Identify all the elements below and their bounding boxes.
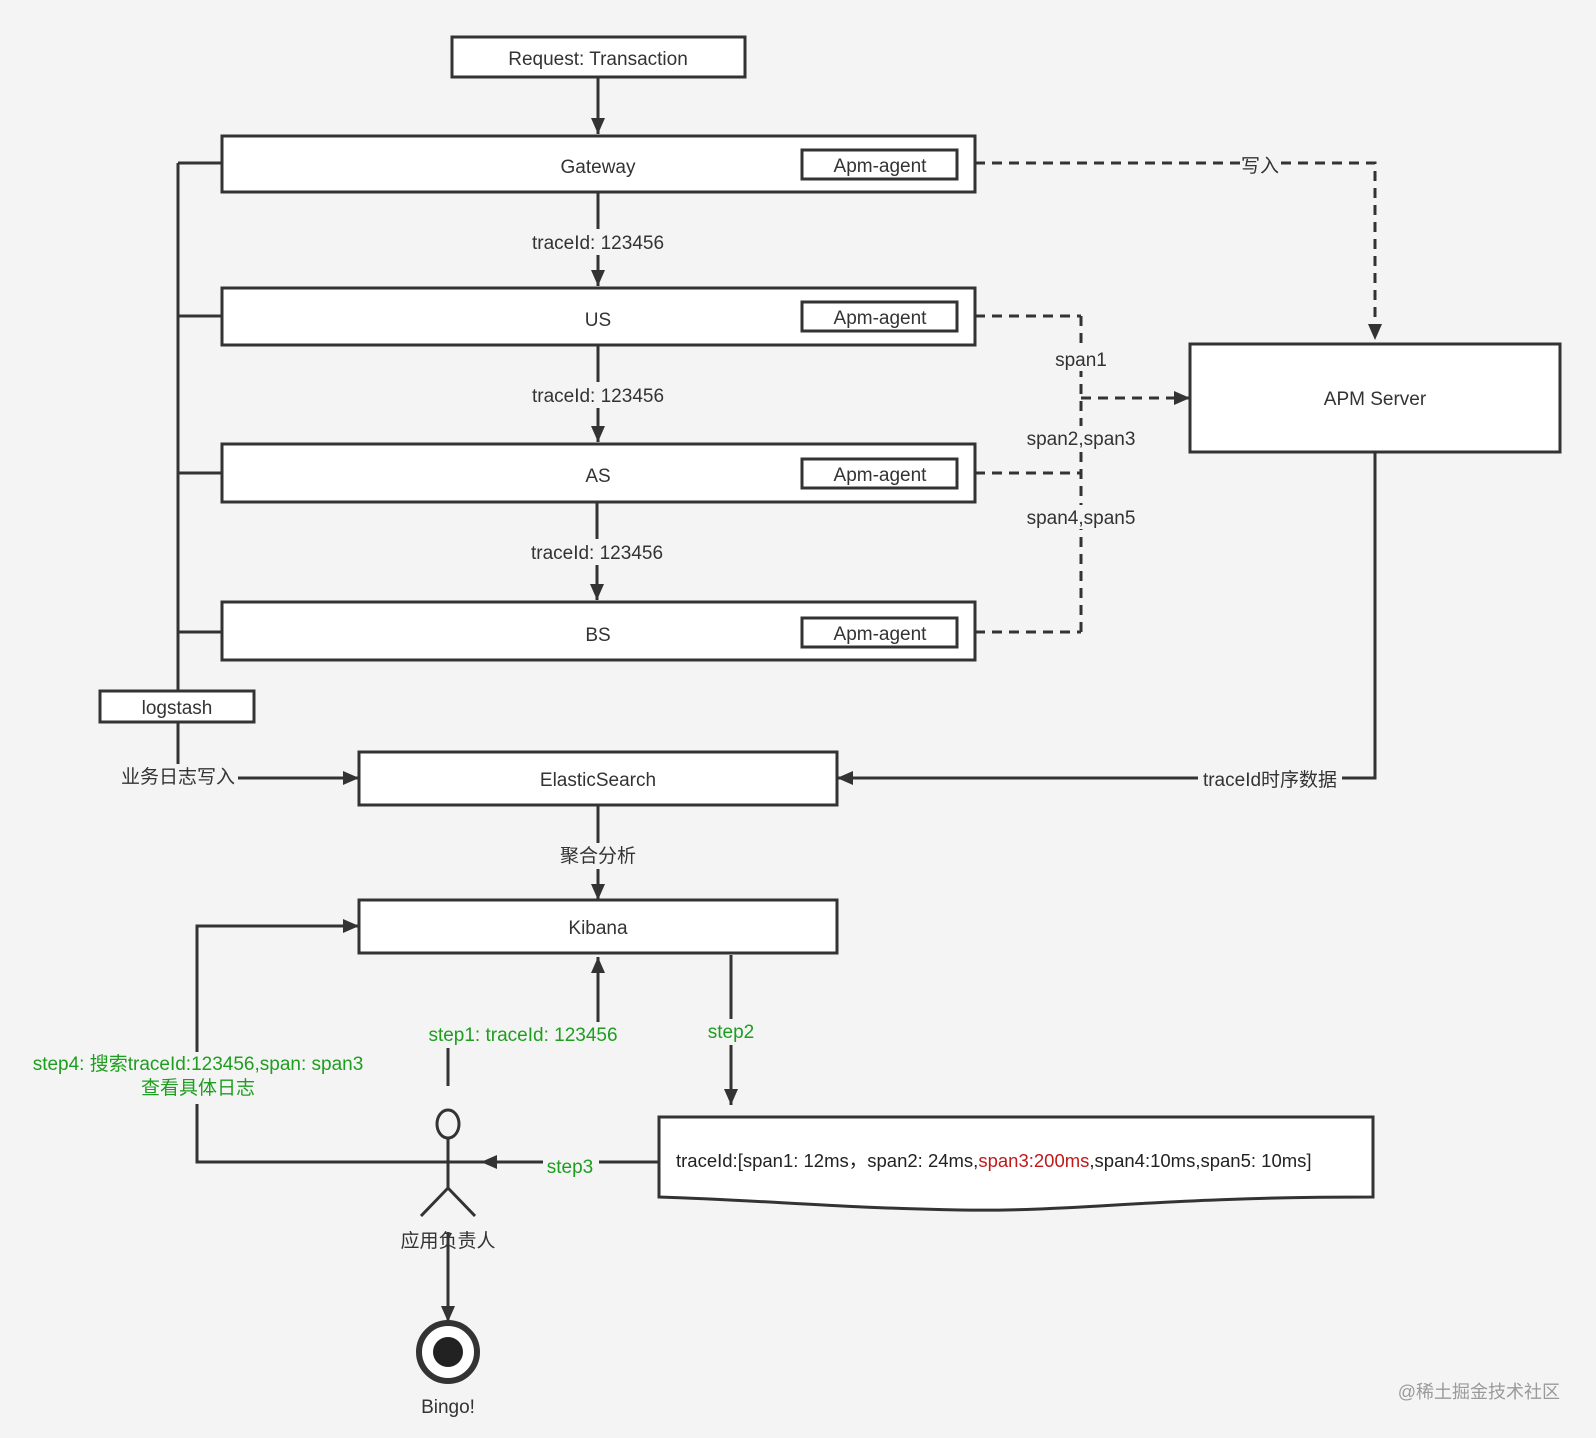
trace-id-label-1: traceId: 123456: [532, 233, 664, 254]
apm-agent-us: [800, 300, 959, 333]
span23-label: span2,span3: [1027, 429, 1136, 450]
timeseries-label: traceId时序数据: [1203, 769, 1337, 791]
biz-log-label: 业务日志写入: [121, 766, 235, 788]
span-timing-part3: ,span4:10ms,span5: 10ms]: [1089, 1150, 1311, 1171]
elasticsearch-label: ElasticSearch: [540, 770, 656, 791]
apm-agent-us-label: Apm-agent: [834, 308, 928, 329]
apm-server-label: APM Server: [1324, 389, 1427, 410]
span45-label: span4,span5: [1027, 508, 1136, 529]
bs-label: BS: [585, 625, 610, 646]
edge-gateway-apm-dashed: [975, 161, 1382, 340]
span-timing-part1: traceId:[span1: 12ms，span2: 24ms,: [676, 1150, 978, 1171]
edge-apm-es: [837, 452, 1377, 785]
kibana-label: Kibana: [568, 918, 628, 939]
edge-step1: [446, 957, 605, 1086]
aggregate-label: 聚合分析: [560, 845, 636, 867]
trace-id-label-2: traceId: 123456: [532, 386, 664, 407]
kibana-box: [357, 898, 839, 955]
result-document: [657, 1115, 1375, 1212]
actor-figure: [416, 1108, 481, 1218]
request-box: [450, 35, 747, 79]
watermark: @稀土掘金技术社区: [1398, 1382, 1560, 1402]
apm-agent-bs-label: Apm-agent: [834, 624, 928, 645]
logstash-box: [98, 689, 256, 724]
apm-agent-bs: [800, 616, 959, 649]
apm-agent-as-label: Apm-agent: [834, 465, 928, 486]
span1-label: span1: [1055, 350, 1107, 371]
step2-label: step2: [708, 1022, 754, 1043]
apm-agent-gateway: [800, 148, 959, 181]
end-label: Bingo!: [421, 1397, 475, 1418]
apm-agent-gateway-label: Apm-agent: [834, 156, 928, 177]
step1-label: step1: traceId: 123456: [428, 1025, 617, 1046]
actor-head: [435, 1108, 461, 1140]
actor-label: 应用负责人: [400, 1230, 495, 1252]
request-label: Request: Transaction: [508, 49, 688, 70]
gateway-label: Gateway: [561, 157, 636, 178]
apm-agent-as: [800, 457, 959, 490]
as-label: AS: [585, 466, 610, 487]
end-state-dot: [433, 1337, 463, 1367]
write-label: 写入: [1241, 156, 1279, 177]
span-timing-highlight: span3:200ms: [978, 1150, 1089, 1171]
edge-step4: [195, 919, 416, 1164]
trace-id-label-3: traceId: 123456: [531, 543, 663, 564]
step4-label-line1: step4: 搜索traceId:123456,span: span3: [33, 1053, 364, 1075]
us-label: US: [585, 310, 611, 331]
elasticsearch-box: [357, 750, 839, 807]
span-timing-text: traceId:[span1: 12ms，span2: 24ms,span3:2…: [676, 1150, 1312, 1171]
step4-label-line2: 查看具体日志: [141, 1077, 255, 1099]
apm-server-box: [1188, 342, 1562, 454]
step3-label: step3: [547, 1157, 593, 1178]
logstash-label: logstash: [142, 698, 213, 719]
